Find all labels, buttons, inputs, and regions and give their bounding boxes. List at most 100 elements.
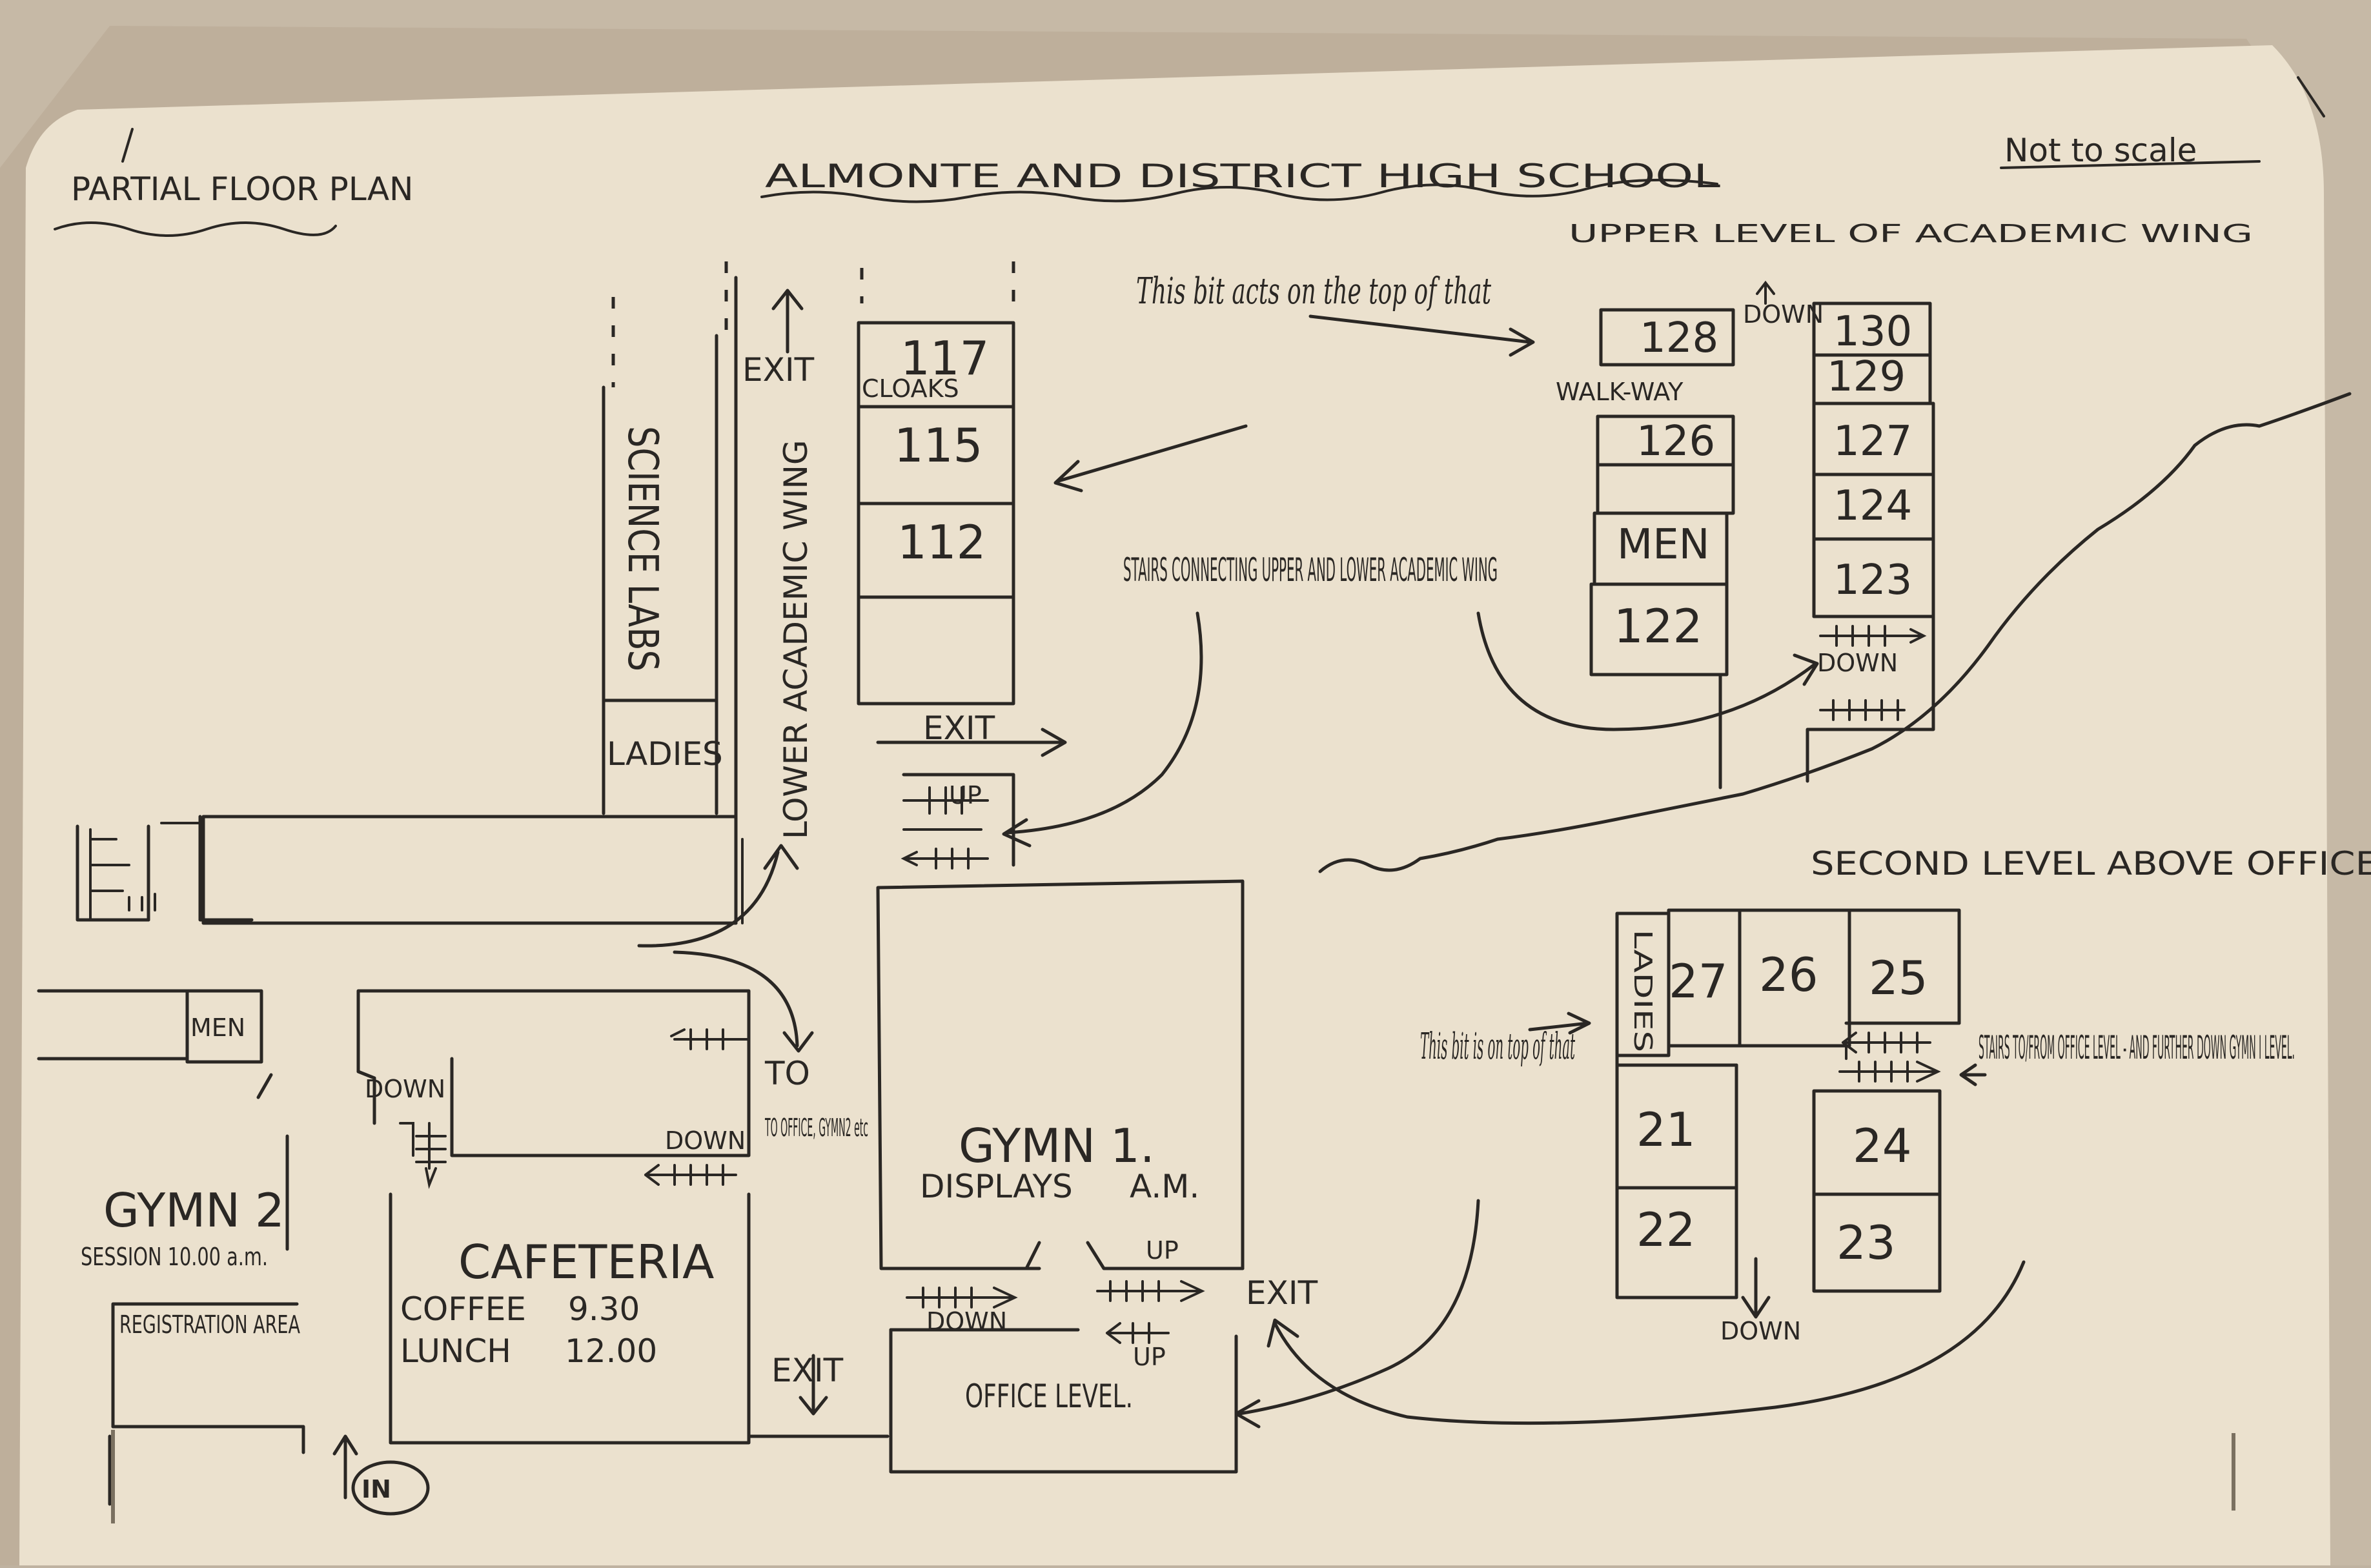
gymn2-label: GYMN 2 bbox=[103, 1183, 285, 1237]
gymn2-session-label: SESSION 10.00 a.m. bbox=[81, 1243, 268, 1271]
registration-label: REGISTRATION AREA bbox=[119, 1310, 300, 1339]
stairs-office-pointer bbox=[1959, 1063, 1987, 1086]
page-corner-mark bbox=[2297, 76, 2325, 117]
cafeteria-main-room bbox=[389, 1192, 751, 1445]
lower-stairs-up-bottom bbox=[901, 828, 989, 870]
room-24-label: 24 bbox=[1853, 1119, 1912, 1173]
room-27-label: 27 bbox=[1669, 954, 1728, 1008]
page-corner-mark-left bbox=[121, 128, 134, 163]
lower-stairwell-wall bbox=[902, 773, 1015, 867]
school-name-title: ALMONTE AND DISTRICT HIGH SCHOOL bbox=[765, 158, 1720, 195]
office-level-label-1: OFFICE LEVEL. bbox=[965, 1378, 1133, 1415]
ground-men-label: MEN bbox=[190, 1013, 245, 1042]
stairs-office-note: STAIRS TO/FROM OFFICE LEVEL - AND FURTHE… bbox=[1979, 1029, 2295, 1066]
ground-door-mark bbox=[256, 1073, 273, 1099]
down-left-label: DOWN bbox=[365, 1075, 445, 1103]
lower-academic-wing-label: LOWER ACADEMIC WING bbox=[777, 440, 815, 839]
entrance-in-marker bbox=[351, 1460, 430, 1516]
left-stairs bbox=[89, 828, 156, 921]
gymn-stairs-down bbox=[906, 1287, 1018, 1308]
second-ladies-label: LADIES bbox=[1629, 930, 1657, 1052]
ground-mens-washroom bbox=[185, 989, 263, 1064]
upper-stairs-bottom bbox=[1819, 699, 1906, 721]
room-123-label: 123 bbox=[1833, 556, 1912, 604]
exit-bottom-label: EXIT bbox=[771, 1352, 844, 1389]
lower-stairs-up-top bbox=[902, 786, 989, 815]
gymn1-displays-label: DISPLAYS bbox=[920, 1168, 1073, 1205]
wavy-separator-line bbox=[1318, 392, 2352, 873]
room-122-label: 122 bbox=[1614, 599, 1702, 653]
corridor-arrow-down bbox=[673, 950, 814, 1053]
office-up-label: UP bbox=[1133, 1343, 1166, 1371]
note-bit-arrow-office bbox=[1234, 1199, 1480, 1429]
to-office-label-1: TO bbox=[764, 1055, 810, 1092]
room-124-label: 124 bbox=[1833, 482, 1912, 530]
upper-level-title: UPPER LEVEL OF ACADEMIC WING bbox=[1569, 219, 2253, 248]
stairs-note-arrow-upper bbox=[1476, 611, 1819, 731]
down-caf-label: DOWN bbox=[665, 1126, 746, 1155]
partial-floor-plan-title: PARTIAL FLOOR PLAN bbox=[71, 170, 413, 208]
second-down-label: DOWN bbox=[1720, 1317, 1801, 1345]
note-arrow-to-lower bbox=[1053, 424, 1248, 493]
cafeteria-left-wall-upper bbox=[356, 1070, 376, 1125]
office-stairs-up bbox=[1106, 1322, 1170, 1344]
room-112-label: 112 bbox=[897, 515, 986, 569]
gymn1-am-label: A.M. bbox=[1130, 1168, 1199, 1205]
cafeteria-upper-wing bbox=[356, 989, 751, 1157]
stairs-note-arrow-lower bbox=[1002, 611, 1203, 848]
left-entry-wall bbox=[76, 824, 150, 922]
cloaks-label: CLOAKS bbox=[862, 374, 959, 403]
second-stairs-left bbox=[1842, 1032, 1931, 1054]
note-bit-on-top: This bit is on top of that bbox=[1420, 1026, 1575, 1068]
exit-top-label: EXIT bbox=[742, 351, 815, 389]
main-corridor-block bbox=[201, 815, 738, 925]
entrance-in-label: IN bbox=[361, 1475, 391, 1503]
room-122 bbox=[1589, 582, 1729, 677]
lunch-time: 12.00 bbox=[565, 1332, 657, 1370]
walkway-label: WALK-WAY bbox=[1556, 378, 1684, 406]
lower-ladies-label: LADIES bbox=[607, 735, 723, 773]
room-127-label: 127 bbox=[1833, 418, 1912, 465]
coffee-time: 9.30 bbox=[568, 1290, 640, 1328]
second-stairs-right bbox=[1838, 1061, 1941, 1083]
room-25-label: 25 bbox=[1869, 951, 1928, 1005]
note-bit-arrow-right bbox=[1528, 1012, 1591, 1035]
exit-mid-label: EXIT bbox=[923, 709, 995, 747]
room-23 bbox=[1812, 1192, 1942, 1293]
room-128-label: 128 bbox=[1640, 314, 1718, 362]
down-left-stairs bbox=[399, 1122, 447, 1189]
second-level-title-1: SECOND LEVEL ABOVE OFFICE bbox=[1811, 845, 2371, 882]
stairs-connecting-note: STAIRS CONNECTING UPPER AND LOWER ACADEM… bbox=[1123, 551, 1498, 589]
gymn1-label: GYMN 1. bbox=[959, 1119, 1155, 1173]
room-26-label: 26 bbox=[1759, 948, 1818, 1002]
cafeteria-stairs-down bbox=[644, 1164, 737, 1186]
lower-stairs-up-label: UP bbox=[949, 781, 982, 809]
paper-page bbox=[19, 45, 2330, 1565]
corridor-arrow-up bbox=[637, 844, 799, 948]
gymn1-room bbox=[876, 879, 1245, 1270]
coffee-label: COFFEE bbox=[400, 1290, 526, 1328]
room-117-label: 117 bbox=[901, 331, 989, 385]
room-21-label: 21 bbox=[1636, 1103, 1696, 1157]
cafeteria-stairs-top bbox=[670, 1028, 750, 1050]
to-office-label: TO OFFICE, GYMN2 etc bbox=[765, 1114, 868, 1142]
gymn-stairs-up bbox=[1096, 1280, 1205, 1302]
entrance-arrow bbox=[332, 1434, 358, 1500]
room-22-label: 22 bbox=[1636, 1203, 1696, 1257]
upper-stairs-down-label: DOWN bbox=[1817, 649, 1898, 677]
exit-bottom-arrow bbox=[799, 1354, 828, 1416]
title-underline-left bbox=[54, 221, 337, 237]
registration-area-outline-bottom bbox=[111, 1425, 305, 1454]
exit-top-arrow bbox=[771, 289, 804, 354]
exit-right-label: EXIT bbox=[1246, 1274, 1318, 1312]
room-115-label: 115 bbox=[894, 418, 982, 473]
upper-down-label: DOWN bbox=[1743, 300, 1824, 329]
room-128 bbox=[1599, 308, 1735, 367]
room-lower-blank bbox=[857, 595, 1015, 706]
room-126-label: 126 bbox=[1636, 418, 1715, 465]
note-arrow-to-upper bbox=[1308, 314, 1535, 357]
science-labs-label: SCIENCE LABS bbox=[618, 426, 666, 671]
office-level-room bbox=[889, 1328, 1238, 1474]
cafeteria-label: CAFETERIA bbox=[458, 1235, 714, 1289]
